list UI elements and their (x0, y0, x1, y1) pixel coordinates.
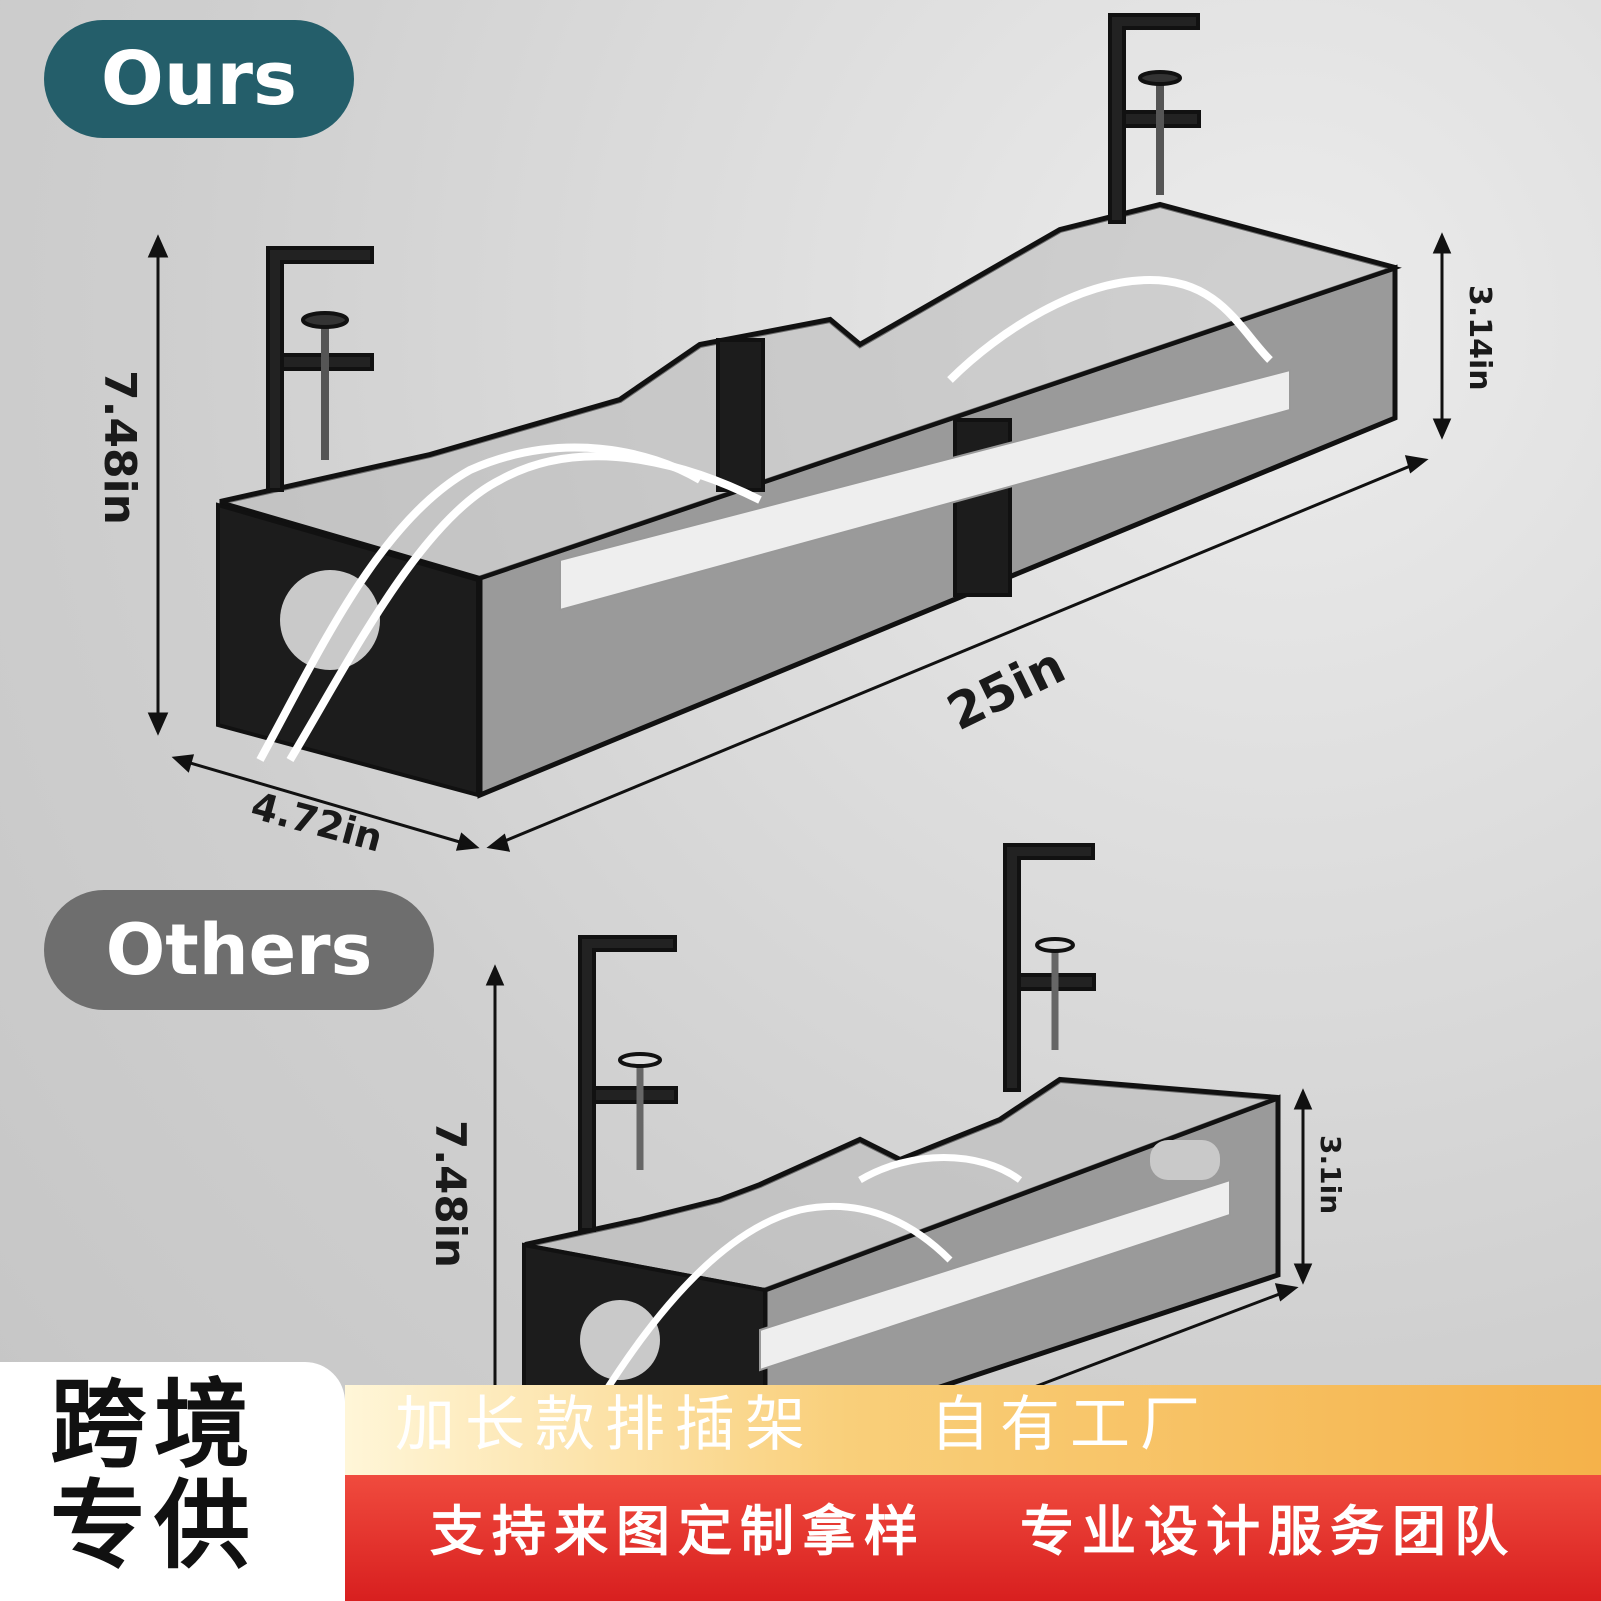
banner-left-panel (0, 1362, 345, 1601)
banner-left-line2: 专供 (50, 1470, 258, 1582)
others-tray (522, 843, 1281, 1449)
ours-badge: Ours (44, 20, 354, 138)
banner-top-strip (345, 1385, 1601, 1475)
others-dimension-arrows (485, 964, 1313, 1402)
banner-left-line1: 跨境 (50, 1369, 258, 1481)
ours-depth-label: 3.14in (1462, 285, 1497, 391)
ours-tray (216, 13, 1402, 799)
banner-bottom-right-text: 专业设计服务团队 (1020, 1500, 1516, 1563)
others-depth-label: 3.1in (1314, 1135, 1347, 1215)
banner-top-left-text: 加长款排插架 (395, 1390, 815, 1460)
banner-bottom-left-text: 支持来图定制拿样 (430, 1500, 926, 1563)
banner-top-right-text: 自有工厂 (930, 1390, 1210, 1460)
others-label: Others (105, 909, 373, 991)
banner-bottom-strip (345, 1475, 1601, 1601)
others-height-label: 7.48in (426, 1120, 475, 1268)
others-badge: Others (44, 890, 434, 1010)
ours-height-label: 7.48in (94, 370, 145, 525)
ours-label: Ours (100, 36, 298, 122)
ours-dimension-arrows (147, 232, 1452, 852)
